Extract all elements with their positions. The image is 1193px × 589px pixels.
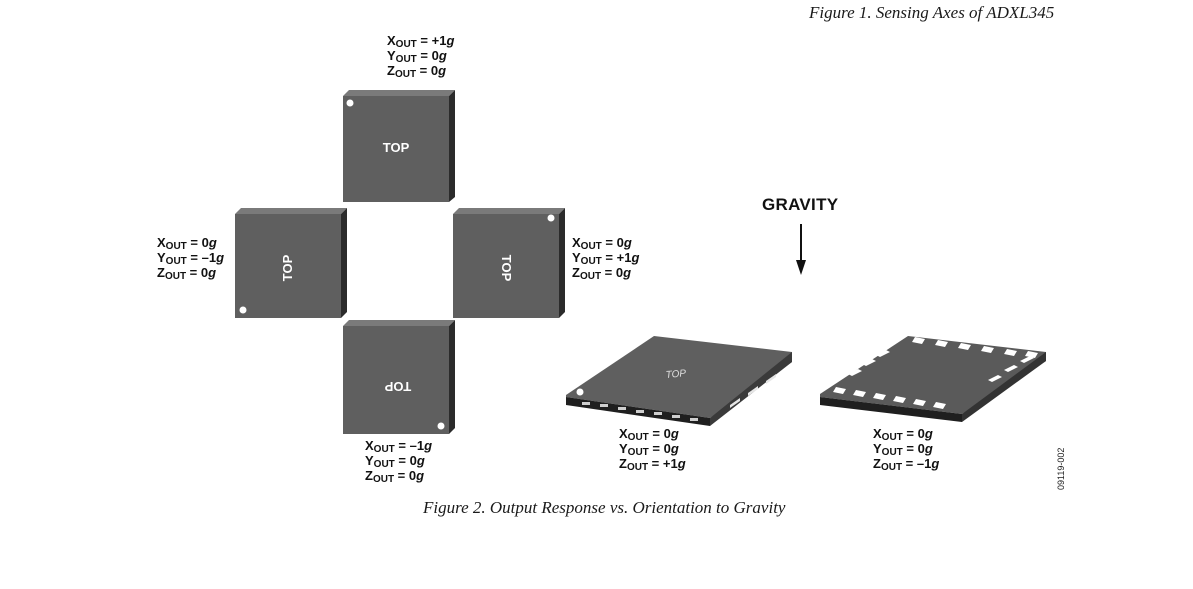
package-left-label: TOP [280,254,295,281]
pin1-dot [576,388,584,396]
readout-left: XOUT = 0g YOUT = –1g ZOUT = 0g [157,235,225,282]
figure1-caption: Figure 1. Sensing Axes of ADXL345 [809,3,1055,22]
document-id: 09119-002 [1056,447,1066,490]
package-flat-bottom-up [820,336,1046,422]
figure2-caption: Figure 2. Output Response vs. Orientatio… [423,498,786,517]
package-top-orientation: TOP [343,90,455,202]
package-right-label: TOP [499,255,514,282]
package-bottom-orientation: TOP [343,320,455,434]
pin1-dot [346,99,354,107]
package-flat-label: TOP [665,368,687,381]
package-top-label: TOP [383,140,410,155]
package-right-orientation: TOP [453,208,565,318]
pin1-dot [437,422,445,430]
gravity-arrow-icon [796,224,806,275]
pin1-dot [547,214,555,222]
land-pads [833,337,1038,409]
pin1-dot [239,306,247,314]
package-bottom-label: TOP [384,379,411,394]
package-left-orientation: TOP [235,208,347,318]
readout-flat-bottom: XOUT = 0g YOUT = 0g ZOUT = –1g [873,426,940,473]
side-pads [730,374,776,408]
readout-right: XOUT = 0g YOUT = +1g ZOUT = 0g [572,235,640,282]
readout-flat-top: XOUT = 0g YOUT = 0g ZOUT = +1g [619,426,686,473]
gravity-label: GRAVITY [762,195,839,214]
readout-bottom: XOUT = –1g YOUT = 0g ZOUT = 0g [365,438,433,485]
readout-top: XOUT = +1g YOUT = 0g ZOUT = 0g [387,33,455,80]
package-flat-top-up: TOP [566,336,792,426]
